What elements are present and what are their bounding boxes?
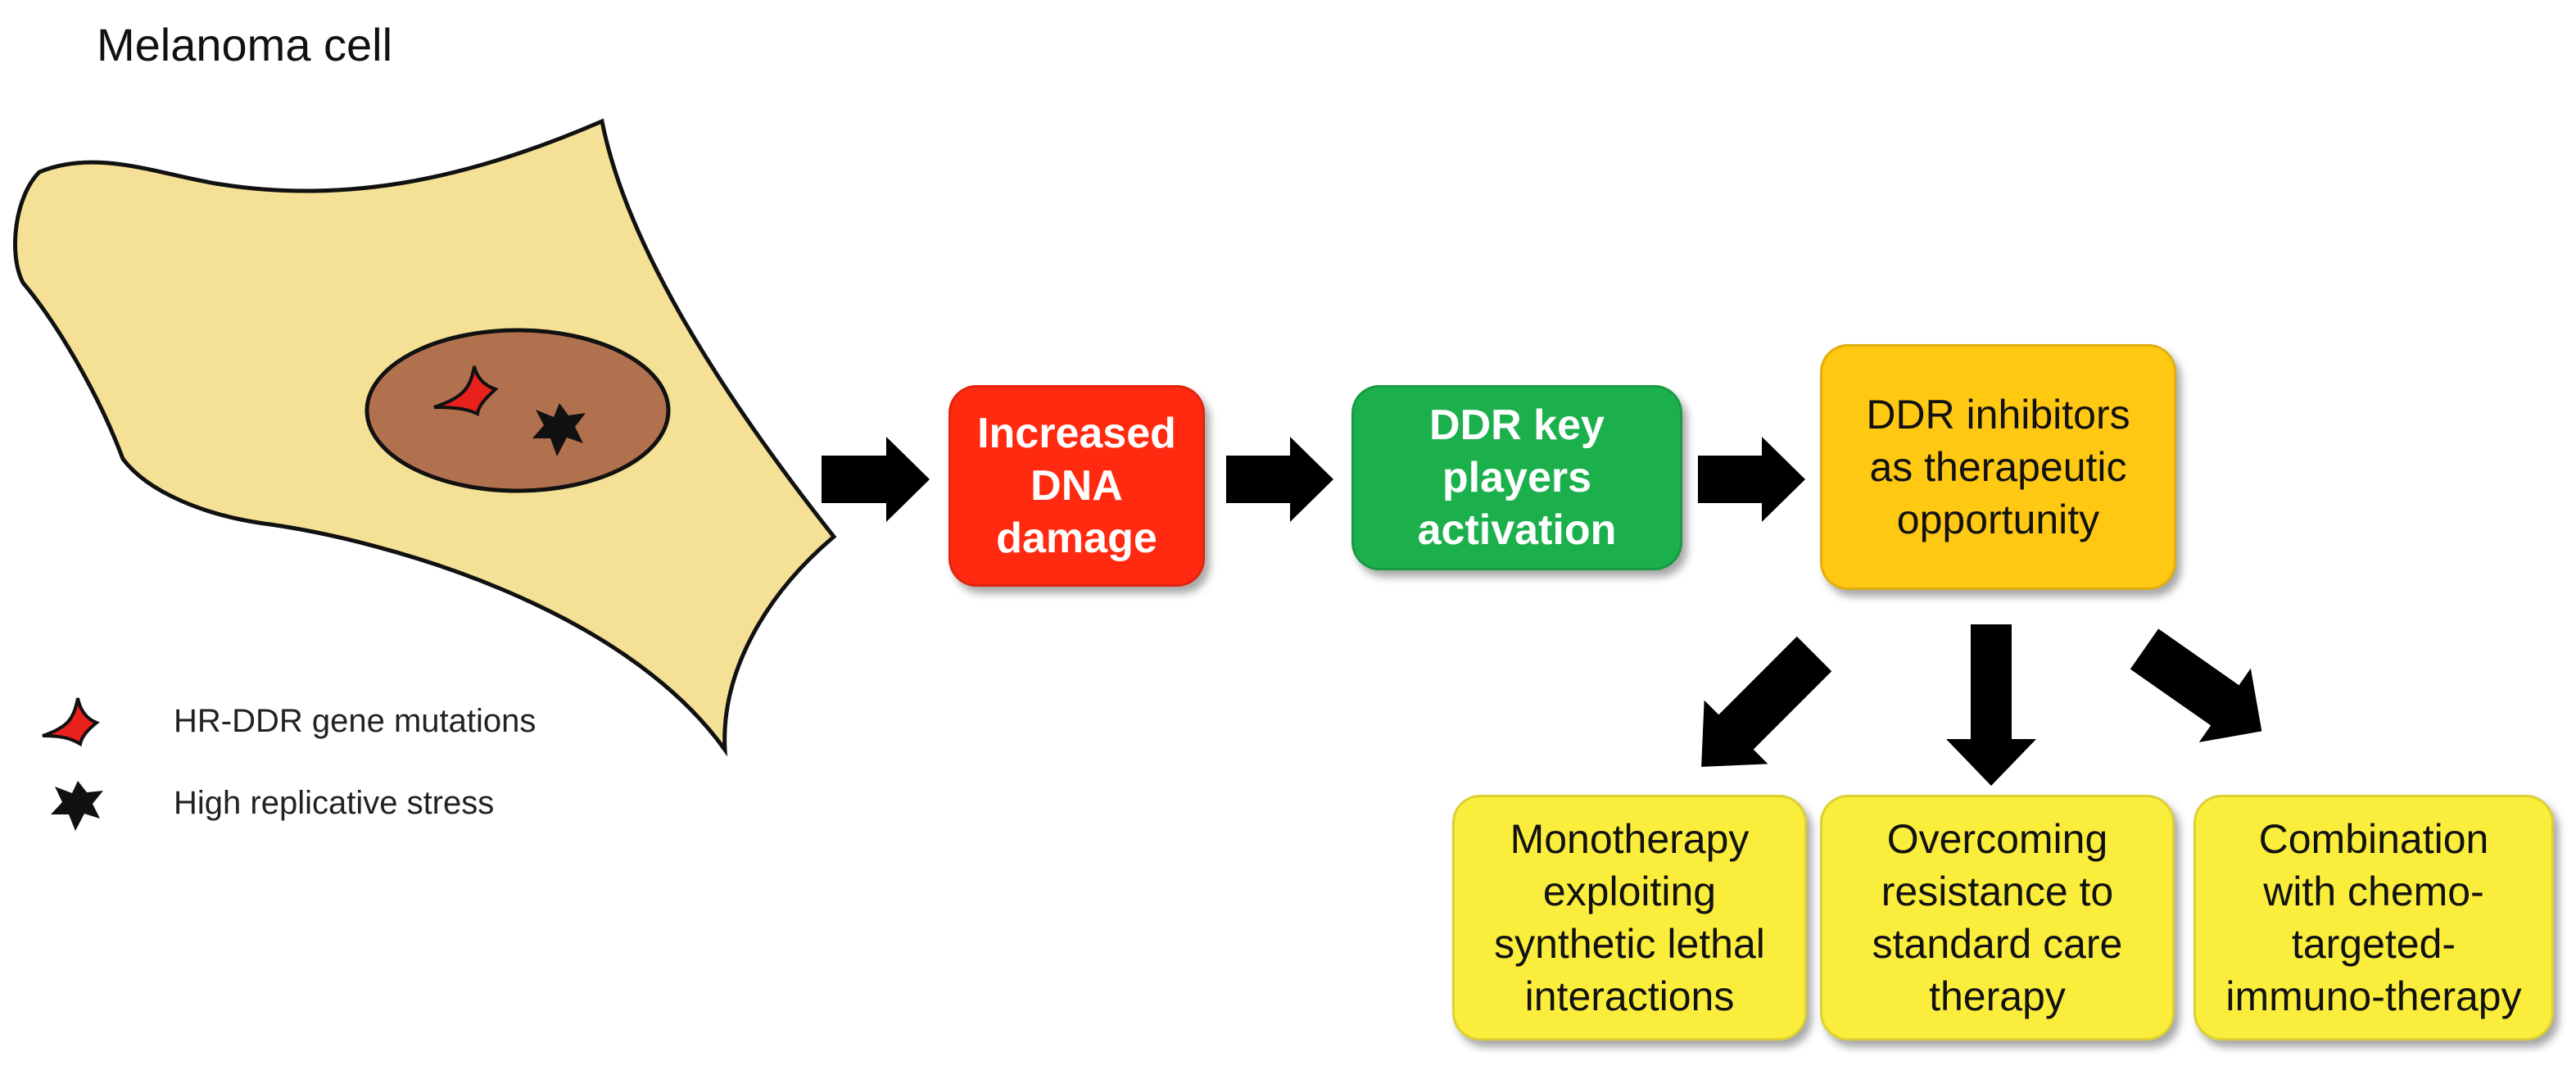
- arrow-to-combination: [2130, 628, 2262, 742]
- increased-dna-damage-label: Increased DNA damage: [977, 410, 1176, 562]
- legend-red-star-icon: [42, 697, 100, 747]
- overcoming-resistance-label: Overcoming resistance to standard care t…: [1872, 816, 2123, 1019]
- overcoming-resistance-box: Overcoming resistance to standard care t…: [1820, 795, 2175, 1041]
- arrow-to-resistance: [1946, 624, 2036, 786]
- arrow-to-monotherapy: [1701, 636, 1832, 767]
- black-star-icon: [532, 403, 586, 456]
- combination-therapy-box: Combination with chemo- targeted- immuno…: [2193, 795, 2554, 1041]
- legend-stress-label: High replicative stress: [174, 785, 495, 821]
- red-star-icon: [433, 365, 499, 416]
- ddr-inhibitors-label: DDR inhibitors as therapeutic opportunit…: [1866, 392, 2130, 542]
- increased-dna-damage-box: Increased DNA damage: [948, 385, 1205, 587]
- ddr-activation-box: DDR key players activation: [1351, 385, 1682, 570]
- monotherapy-box: Monotherapy exploiting synthetic lethal …: [1452, 795, 1807, 1041]
- arrow-cell-to-damage: [822, 437, 930, 522]
- ddr-inhibitors-box: DDR inhibitors as therapeutic opportunit…: [1820, 344, 2176, 590]
- nucleus: [364, 328, 671, 493]
- monotherapy-label: Monotherapy exploiting synthetic lethal …: [1494, 816, 1765, 1019]
- legend-mutation-label: HR-DDR gene mutations: [174, 703, 536, 739]
- diagram-title: Melanoma cell: [97, 19, 393, 70]
- ddr-activation-label: DDR key players activation: [1417, 401, 1617, 554]
- arrow-activation-to-inhibitors: [1698, 437, 1805, 522]
- legend-black-star-icon: [51, 781, 103, 831]
- arrow-damage-to-activation: [1226, 437, 1333, 522]
- combination-therapy-label: Combination with chemo- targeted- immuno…: [2225, 816, 2522, 1019]
